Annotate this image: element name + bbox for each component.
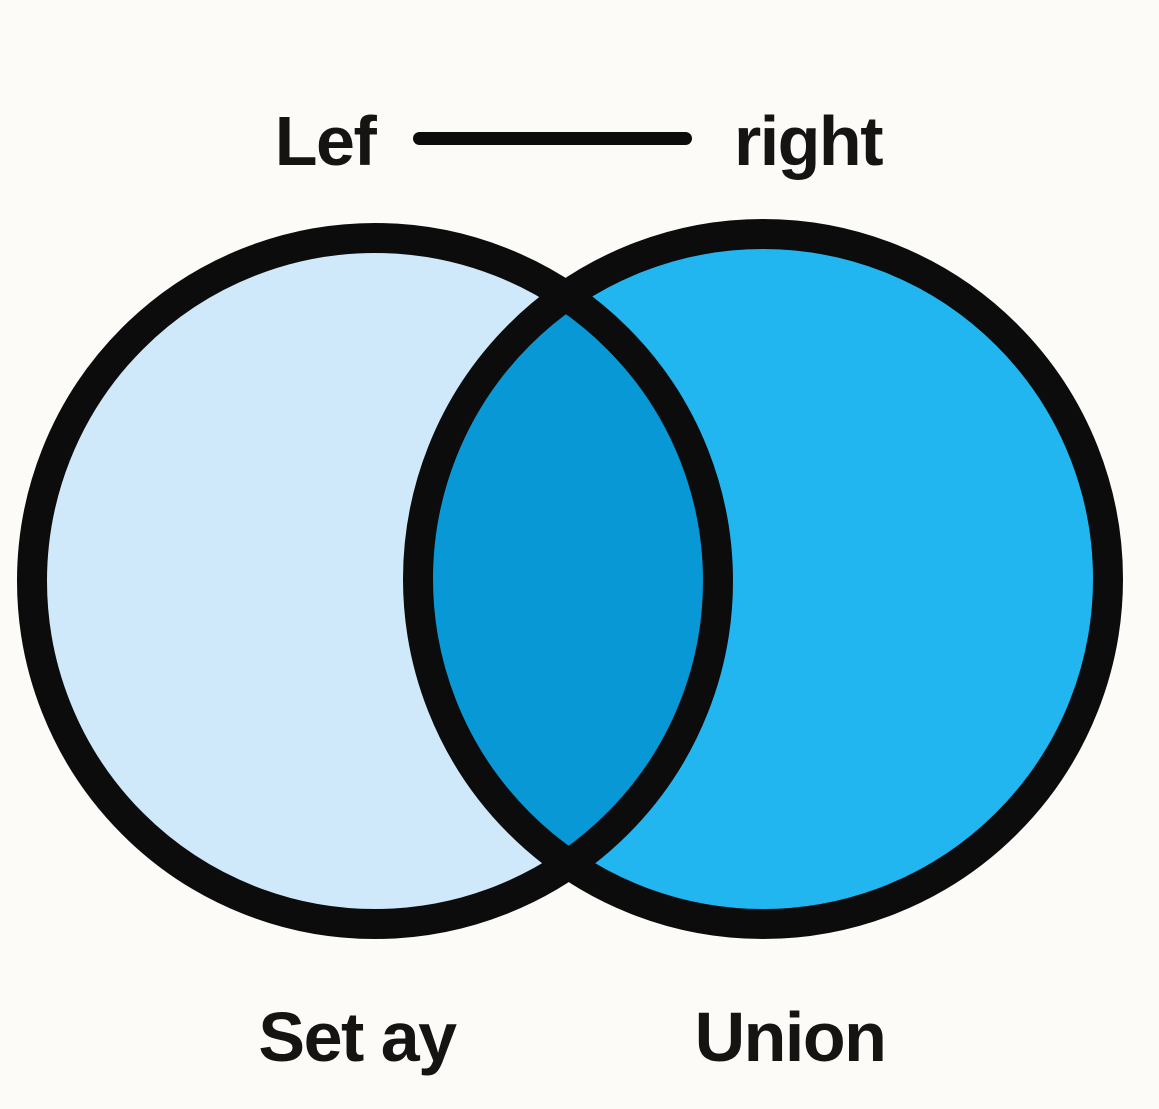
right-set-title: right xyxy=(733,102,884,180)
right-circle-outline xyxy=(403,219,1123,939)
intersection-region xyxy=(418,238,718,924)
union-caption: Union xyxy=(694,998,887,1076)
left-set-title: Lef xyxy=(274,102,377,180)
left-circle-outline xyxy=(17,223,733,939)
title-connector-line xyxy=(413,132,692,145)
left-set-caption: Set ay xyxy=(258,998,457,1076)
